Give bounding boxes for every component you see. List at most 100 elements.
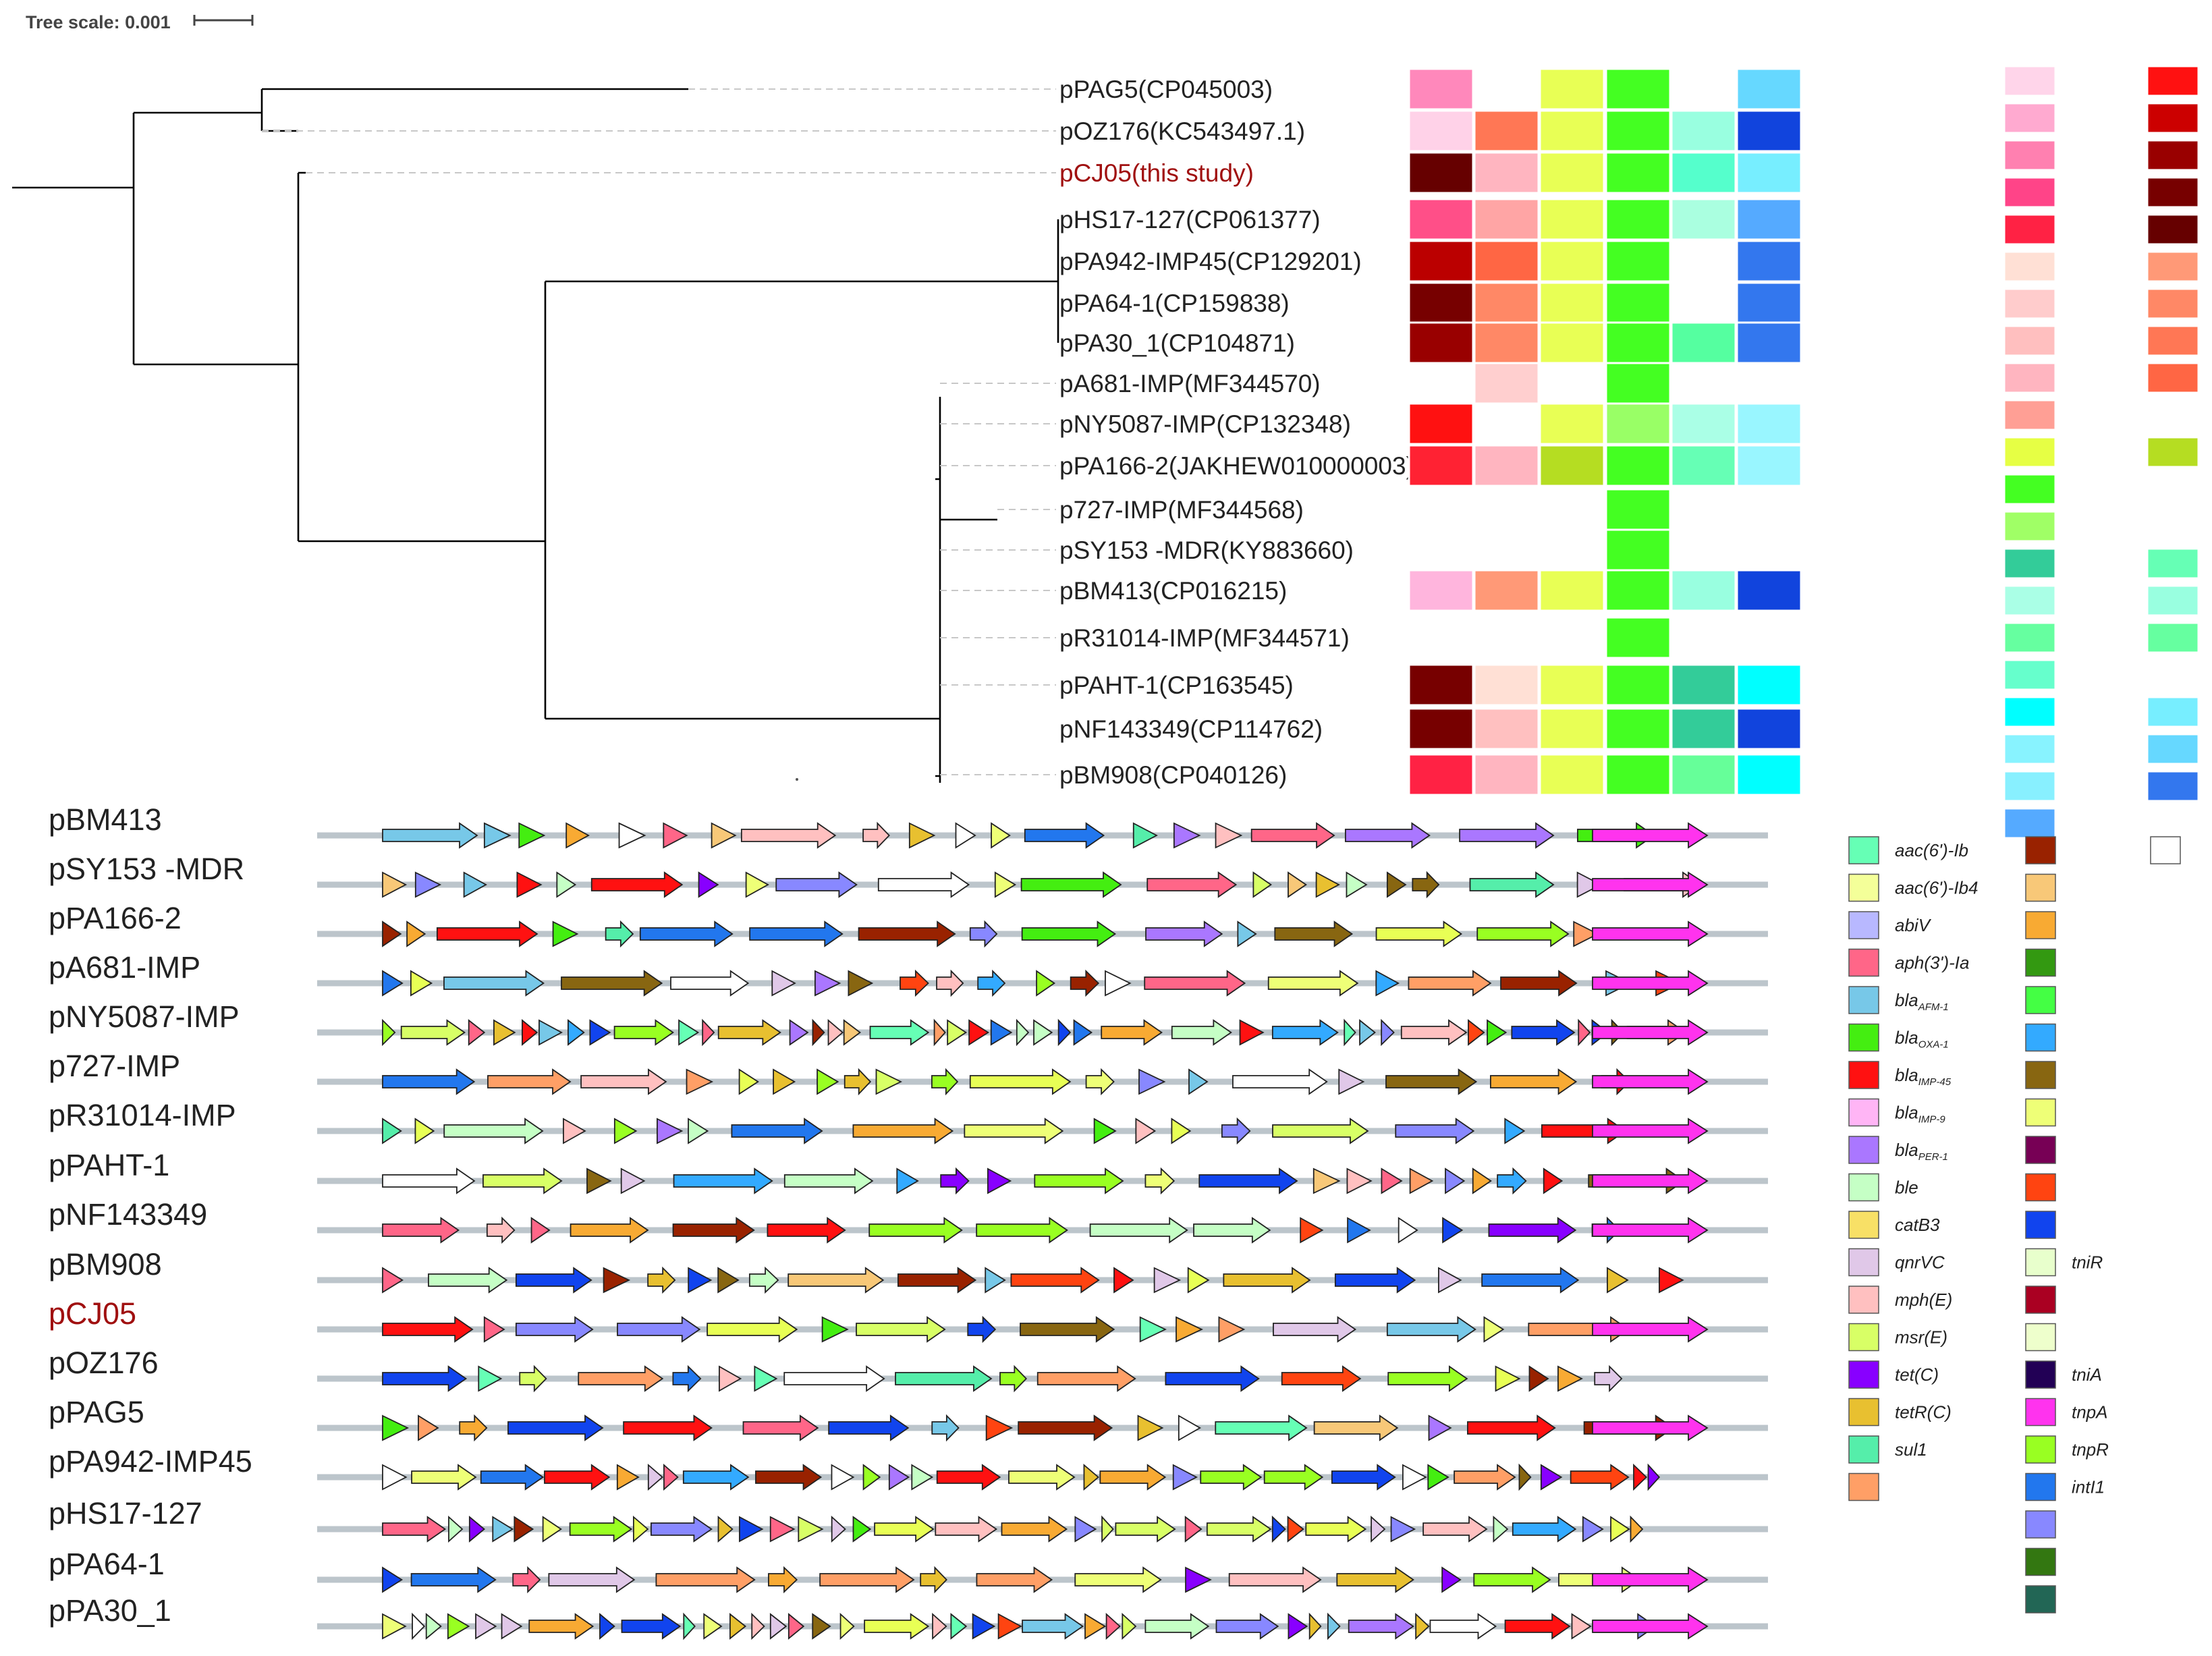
gene-arrow: [1034, 1167, 1124, 1194]
gene-arrow: [858, 920, 956, 947]
gene-arrow: [1429, 1613, 1497, 1640]
heatmap-cell: [1605, 151, 1671, 194]
gene-arrow: [911, 1464, 934, 1491]
legend-swatch: [2025, 1323, 2056, 1352]
strip-cell: [2146, 733, 2200, 765]
gene-arrow: [1139, 1316, 1167, 1343]
gene-arrow: [769, 1516, 796, 1543]
gene-cluster-label: pPA166-2: [49, 901, 182, 935]
strip-cell: [2146, 213, 2200, 246]
tree-leaf-label: pNY5087-IMP(CP132348): [1059, 410, 1351, 438]
strip-cell: [2003, 399, 2057, 431]
gene-cluster-label: pBM908: [49, 1247, 162, 1281]
legend-label: qnrVC: [1895, 1252, 1945, 1273]
gene-arrow: [1381, 1018, 1395, 1047]
gene-arrow: [775, 871, 858, 898]
heatmap-cell: [1736, 109, 1802, 153]
gene-arrow: [414, 871, 442, 898]
gene-arrow: [969, 920, 998, 948]
gene-arrow: [1113, 1267, 1134, 1294]
gene-arrow: [864, 1613, 930, 1640]
heatmap-cell: [1670, 444, 1737, 487]
tnpA-arrow: [1592, 1613, 1709, 1640]
gene-arrow: [1223, 1267, 1311, 1294]
gene-arrow: [936, 1464, 1001, 1491]
gene-arrow: [1145, 920, 1223, 947]
gene-arrow: [1359, 1019, 1376, 1046]
gene-arrow: [411, 1464, 477, 1491]
strip-cell: [2003, 733, 2057, 765]
gene-arrow: [468, 1516, 486, 1543]
gene-arrow: [719, 1365, 742, 1392]
tree-leaf-label: pPA64-1(CP159838): [1059, 289, 1290, 317]
gene-arrow: [987, 1167, 1012, 1194]
gene-arrow: [1288, 871, 1308, 898]
gene-arrow: [518, 822, 546, 849]
gene-cluster-label: pHS17-127: [49, 1496, 202, 1530]
gene-arrow: [1287, 1516, 1304, 1543]
gene-arrow: [493, 1019, 516, 1046]
gene-arrow: [1215, 1414, 1308, 1441]
gene-arrow: [729, 1613, 747, 1640]
gene-arrow: [542, 1516, 562, 1543]
gene-arrow: [991, 822, 1011, 849]
strip-cell: [2003, 770, 2057, 802]
gene-cluster-label: pPA64-1: [49, 1547, 165, 1581]
heatmap-cell: [1408, 753, 1474, 796]
tnpA-arrow: [1592, 871, 1709, 898]
gene-arrow: [1468, 1019, 1485, 1046]
gene-arrow: [768, 1566, 798, 1594]
heatmap-cell: [1473, 362, 1540, 405]
gene-arrow: [1540, 1464, 1563, 1491]
gene-arrow: [1481, 1267, 1580, 1294]
gene-arrow: [852, 1117, 954, 1144]
heatmap-cell: [1605, 569, 1671, 612]
gene-arrow: [955, 822, 976, 849]
gene-arrow: [1476, 920, 1570, 947]
legend-label-text: sul1: [1895, 1439, 1927, 1460]
legend-swatch: [2025, 1360, 2056, 1389]
strip-cell: [2146, 770, 2200, 802]
legend-swatch: [2025, 1398, 2056, 1427]
legend-label: tet(C): [1895, 1364, 1939, 1385]
gene-arrow: [406, 920, 426, 947]
tnpA-arrow: [1592, 1566, 1709, 1593]
gene-arrow: [410, 970, 433, 997]
gene-arrow: [563, 1117, 586, 1144]
gene-arrow: [530, 1217, 551, 1244]
gene-arrow: [1250, 822, 1335, 849]
gene-arrow: [1232, 1068, 1328, 1095]
legend-label: aph(3')-Ia: [1895, 953, 1969, 973]
gene-cluster-label: pSY153 -MDR: [49, 852, 244, 886]
gene-arrow: [798, 1516, 824, 1543]
gene-arrow: [1504, 1117, 1526, 1144]
gene-arrow: [570, 1217, 649, 1244]
gene-arrow: [589, 1019, 611, 1046]
tnpA-arrow: [1592, 1316, 1709, 1343]
strip-cell: [2003, 139, 2057, 171]
gene-arrow: [1375, 920, 1463, 947]
gene-cluster-label: pPA942-IMP45: [49, 1444, 252, 1479]
gene-arrow: [1487, 1019, 1508, 1046]
gene-arrow: [1273, 1316, 1357, 1343]
legend-label: aac(6')-Ib: [1895, 840, 1968, 860]
strip-cell: [2003, 436, 2057, 468]
gene-arrow: [459, 1414, 488, 1442]
gene-arrow: [586, 1167, 612, 1194]
gene-arrow: [1495, 1365, 1521, 1392]
strip-cell: [2146, 287, 2200, 320]
gene-arrow: [448, 1515, 464, 1543]
gene-arrow: [1659, 1267, 1684, 1294]
legend-label: intI1: [2072, 1477, 2105, 1497]
gene-arrow: [698, 871, 719, 898]
gene-arrow: [990, 1019, 1013, 1046]
gene-arrow: [1215, 1613, 1279, 1640]
gene-arrow: [436, 920, 538, 947]
tree-leaf-label: p727-IMP(MF344568): [1059, 496, 1304, 524]
legend-swatch: [2025, 986, 2056, 1014]
heatmap-cell: [1473, 444, 1540, 487]
gene-arrow: [1144, 1613, 1210, 1640]
legend-swatch: [2025, 1248, 2056, 1277]
